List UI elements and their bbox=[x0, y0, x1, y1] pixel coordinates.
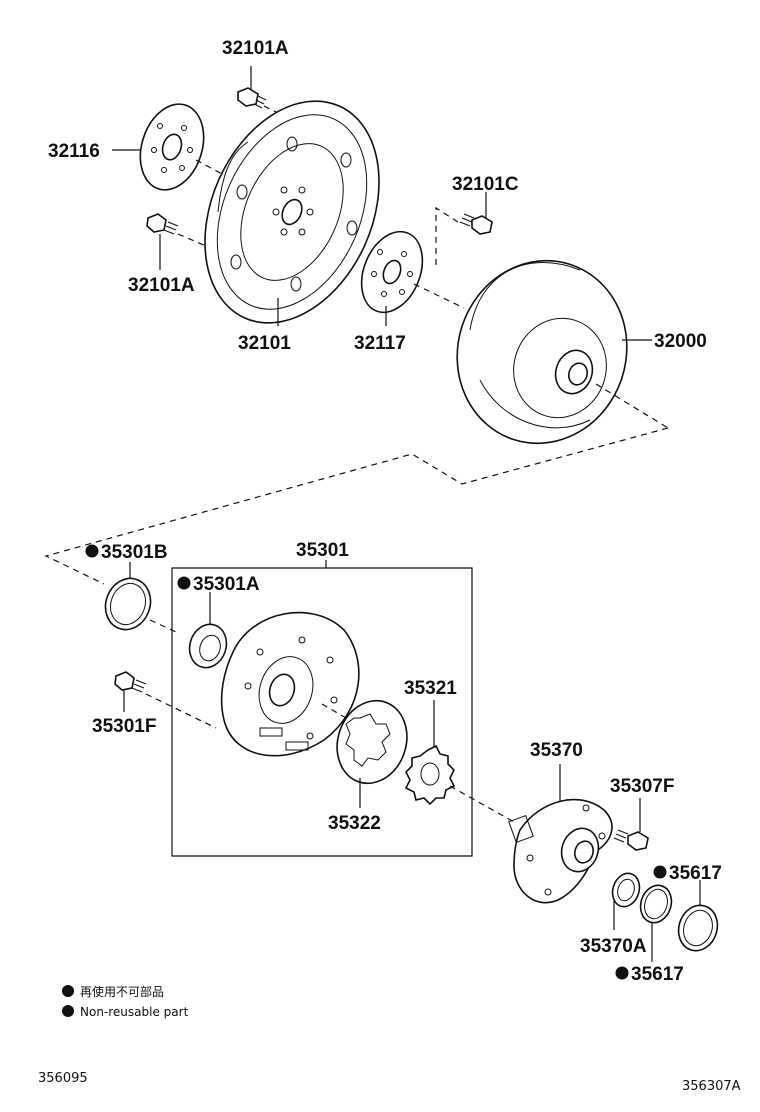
bolt-32101c bbox=[435, 192, 493, 266]
label-32101a-top: 32101A bbox=[222, 38, 289, 59]
non-reusable-mark-35617-upper bbox=[653, 865, 667, 879]
plate-32116 bbox=[112, 103, 227, 191]
non-reusable-mark-35301b bbox=[85, 544, 99, 558]
diagram-code-left: 356095 bbox=[38, 1071, 88, 1086]
o-ring-35301b bbox=[104, 562, 177, 633]
connection-line bbox=[44, 427, 669, 585]
pump-body bbox=[220, 611, 360, 757]
label-35370: 35370 bbox=[530, 740, 583, 761]
label-35370a: 35370A bbox=[580, 936, 647, 957]
stator-shaft-35370 bbox=[508, 764, 613, 904]
label-35301: 35301 bbox=[296, 540, 349, 561]
label-32101: 32101 bbox=[238, 333, 291, 354]
legend-mark-1 bbox=[62, 985, 74, 997]
diagram-code-right: 356307A bbox=[682, 1079, 741, 1094]
label-35617-lower: 35617 bbox=[631, 964, 684, 985]
label-32000: 32000 bbox=[654, 331, 707, 352]
seal-35370a bbox=[611, 872, 641, 930]
torque-converter-32000 bbox=[456, 259, 669, 445]
non-reusable-mark-35617-lower bbox=[615, 966, 629, 980]
drive-plate-32101 bbox=[204, 100, 380, 326]
plate-32117 bbox=[360, 230, 465, 326]
legend-line-1: 再使用不可部品 bbox=[80, 984, 164, 999]
legend-line-2: Non-reusable part bbox=[80, 1005, 189, 1019]
bolt-35301f bbox=[114, 671, 217, 729]
assembly-box-35301 bbox=[171, 560, 473, 857]
label-35307f: 35307F bbox=[610, 776, 674, 797]
non-reusable-mark-35301a bbox=[177, 576, 191, 590]
label-35301f: 35301F bbox=[92, 716, 156, 737]
bolt-35307f bbox=[613, 798, 649, 851]
legend-mark-2 bbox=[62, 1005, 74, 1017]
drive-gear-35321 bbox=[404, 700, 515, 823]
oil-seal-35301a bbox=[188, 592, 228, 669]
label-35301b: 35301B bbox=[101, 542, 168, 563]
ring-35617-lower bbox=[639, 884, 673, 962]
label-32117: 32117 bbox=[354, 333, 406, 354]
ring-35617-upper bbox=[677, 880, 719, 952]
bolt-32101a-top bbox=[237, 66, 297, 123]
driven-gear-35322 bbox=[336, 699, 408, 808]
label-35617-upper: 35617 bbox=[669, 863, 722, 884]
label-32101a-lower: 32101A bbox=[128, 275, 195, 296]
label-32101c: 32101C bbox=[452, 174, 519, 195]
label-32116: 32116 bbox=[48, 141, 100, 162]
label-35322: 35322 bbox=[328, 813, 381, 834]
label-35321: 35321 bbox=[404, 678, 457, 699]
label-35301a: 35301A bbox=[193, 574, 260, 595]
bolt-32101a-lower bbox=[146, 213, 207, 270]
